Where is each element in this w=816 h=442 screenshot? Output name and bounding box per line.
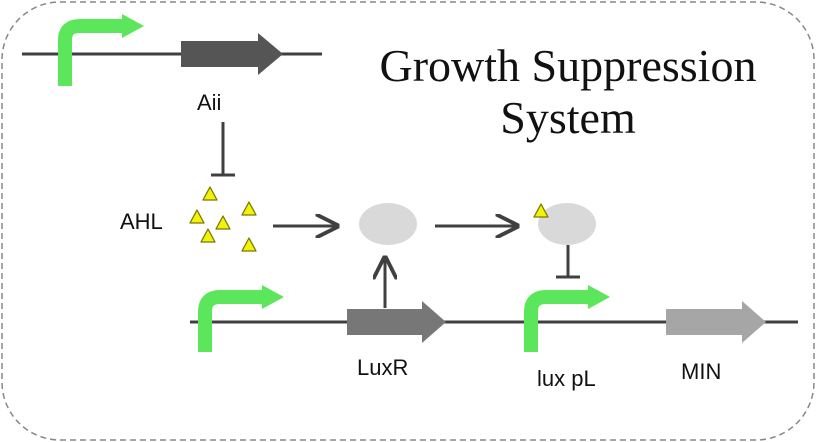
ahl-triangle-icon [200,228,216,243]
ahl-triangle-icon [241,201,257,216]
gene-arrow-icon [181,33,283,75]
ahl-triangle-icon [241,237,257,252]
gene-arrow-icon [666,301,766,343]
title-line-2: System [500,92,636,143]
ahl-triangle-icon [189,209,205,224]
ahl-label: AHL [120,209,163,234]
ahl-triangle-icon [215,215,231,230]
diagram-title: Growth Suppression System [348,40,788,144]
promoter-arrow-icon [198,290,264,352]
promoter-arrow-icon [588,285,610,309]
promoter-arrow-icon [122,14,144,38]
promoter-arrow-icon [262,285,284,309]
protein-ellipse-icon [359,203,417,245]
lux-pl-label: lux pL [537,366,596,391]
promoter-arrow-icon [524,290,590,352]
min-label: MIN [681,359,722,384]
aii-label: Aii [197,90,222,115]
title-line-1: Growth Suppression [379,40,757,91]
ahl-cluster [189,186,257,252]
gene-arrow-icon [347,301,446,343]
luxr-label: LuxR [357,355,409,380]
protein-ellipse-icon [538,203,596,245]
ahl-triangle-icon [533,203,549,218]
promoter-arrow-icon [58,19,124,86]
ahl-triangle-icon [202,186,218,201]
